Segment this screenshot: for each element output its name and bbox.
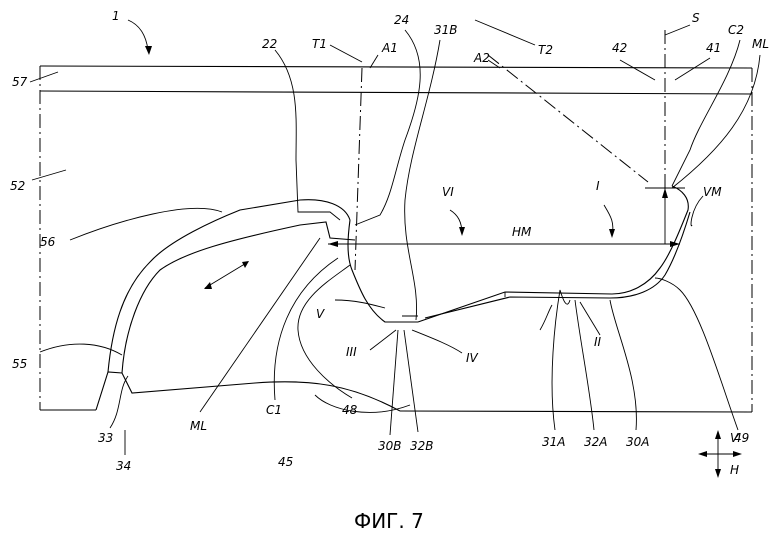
top-inner-line	[40, 91, 752, 94]
label-24: 24	[394, 13, 409, 27]
label-h-axis: H	[730, 463, 739, 477]
label-a2: A2	[473, 51, 490, 65]
leader-c1	[274, 258, 338, 400]
arrow-41	[675, 58, 710, 80]
label-34: 34	[116, 459, 131, 473]
v-axis-arrow-up	[715, 430, 721, 439]
leader-31a	[552, 290, 570, 430]
label-42: 42	[612, 41, 627, 55]
label-s: S	[692, 11, 700, 25]
block-side	[108, 200, 350, 372]
leader-57	[30, 72, 58, 82]
leader-45	[315, 395, 410, 412]
label-41: 41	[706, 41, 721, 55]
axis-t1	[355, 68, 362, 270]
label-30a: 30A	[626, 435, 649, 449]
label-55: 55	[12, 357, 27, 371]
label-i: I	[596, 179, 600, 193]
label-v-mid: V	[316, 307, 325, 321]
view-arrow-iv	[412, 330, 462, 353]
label-a1: A1	[381, 41, 398, 55]
leader-33	[110, 376, 128, 428]
label-48: 48	[342, 403, 358, 417]
label-v-axis: V	[730, 431, 739, 445]
label-52: 52	[10, 179, 25, 193]
label-t2: T2	[538, 43, 553, 57]
hm-arrow-left	[328, 241, 338, 247]
arrow-1-head	[145, 46, 152, 55]
leader-30b	[390, 330, 398, 435]
label-45: 45	[278, 455, 293, 469]
view-arrow-ii	[580, 302, 600, 335]
leader-30a	[610, 300, 636, 430]
view-arrow-i-head	[609, 229, 615, 238]
groove-left-wall	[348, 220, 418, 322]
arrow-42	[620, 60, 655, 80]
leader-48	[298, 265, 352, 398]
label-hm: HM	[512, 225, 532, 239]
label-57: 57	[12, 75, 28, 89]
label-56: 56	[40, 235, 56, 249]
top-edge-line	[40, 66, 752, 68]
axis-t2	[488, 55, 648, 182]
leader-49	[655, 278, 738, 430]
leader-ml-bot	[200, 238, 320, 412]
label-22: 22	[262, 37, 277, 51]
view-arrow-vi-head	[459, 227, 465, 236]
h-axis-arrow-left	[698, 451, 707, 457]
label-c1: C1	[266, 403, 282, 417]
label-ml-bot: ML	[190, 419, 207, 433]
leader-a1	[370, 55, 378, 68]
view-arrow-ia	[540, 305, 552, 330]
vm-arrow-top	[662, 188, 668, 198]
figure-caption: ФИГ. 7	[354, 509, 424, 533]
label-vm: VM	[703, 185, 722, 199]
label-c2: C2	[728, 23, 744, 37]
leader-32b	[404, 330, 418, 432]
groove-bottom-2	[402, 292, 505, 316]
rotation-arrow	[205, 262, 248, 288]
label-32b: 32B	[410, 439, 434, 453]
leader-52	[32, 170, 66, 180]
rotation-arrow-head-a	[204, 282, 212, 289]
label-t1: T1	[312, 37, 327, 51]
view-arrow-v	[335, 300, 385, 308]
h-axis-arrow-right	[733, 451, 742, 457]
leader-ml-top	[672, 55, 760, 188]
leader-s	[665, 25, 690, 35]
leader-56	[70, 208, 222, 240]
label-iii: III	[346, 345, 357, 359]
leader-t1	[330, 45, 362, 62]
leader-31b	[405, 40, 440, 320]
label-31a: 31A	[542, 435, 565, 449]
leader-c2	[672, 40, 740, 186]
leader-22	[275, 50, 340, 220]
view-arrow-iii	[370, 330, 396, 350]
leader-32a	[575, 300, 594, 430]
label-1: 1	[112, 9, 120, 23]
leader-vm	[691, 196, 703, 226]
label-ml-top: ML	[752, 37, 769, 51]
leader-24	[355, 30, 420, 225]
label-vi: VI	[442, 185, 454, 199]
label-33: 33	[98, 431, 113, 445]
label-ii: II	[594, 335, 602, 349]
bottom-right-edge	[400, 411, 752, 412]
groove-inner-line	[425, 212, 690, 318]
label-32a: 32A	[584, 435, 607, 449]
block-inner-side	[122, 222, 355, 373]
label-iv: IV	[466, 351, 479, 365]
label-31b: 31B	[434, 23, 458, 37]
label-30b: 30B	[378, 439, 402, 453]
arrow-1	[128, 20, 148, 50]
leader-t2	[475, 20, 535, 45]
v-axis-arrow-down	[715, 469, 721, 478]
groove-bottom-right	[418, 186, 688, 322]
